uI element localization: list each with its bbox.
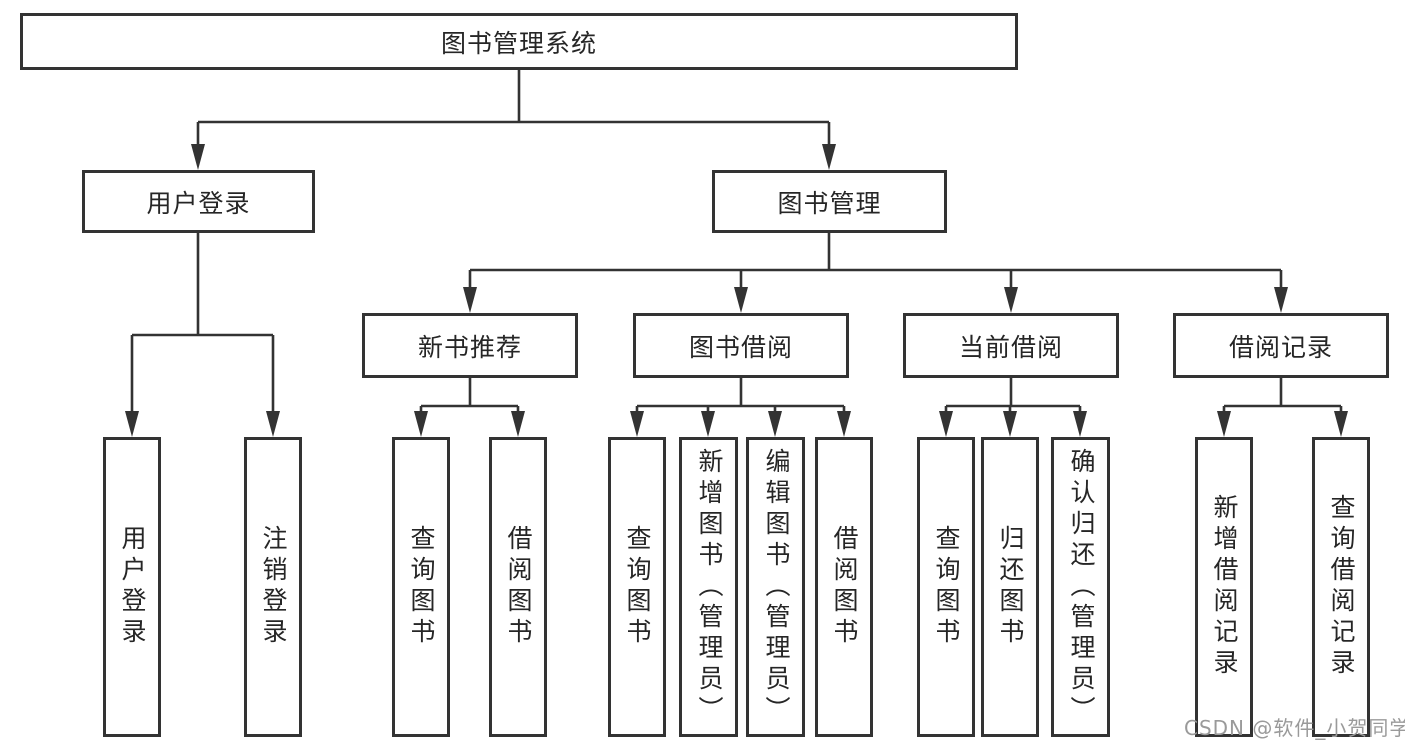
node-book-borrowing: 图书借阅 (633, 313, 849, 378)
arrowhead-icon (939, 411, 953, 437)
node-user-login-leaf: 用户登录 (103, 437, 161, 737)
connector-user-login-children (125, 233, 280, 437)
node-user-login: 用户登录 (82, 170, 315, 233)
node-query-books-2: 查询图书 (608, 437, 666, 737)
node-confirm-return-admin: 确认归还（管理员） (1051, 437, 1110, 737)
arrowhead-icon (1217, 411, 1231, 437)
node-edit-book-admin: 编辑图书（管理员） (746, 437, 805, 737)
node-query-books-1: 查询图书 (392, 437, 450, 737)
node-query-borrow-record: 查询借阅记录 (1312, 437, 1370, 737)
arrowhead-icon (837, 411, 851, 437)
node-library-management-system: 图书管理系统 (20, 13, 1018, 70)
arrowhead-icon (414, 411, 428, 437)
arrowhead-icon (266, 411, 280, 437)
watermark: CSDN @软件_小贺同学 (1184, 716, 1405, 740)
connector-current-borrowing-children (939, 378, 1087, 437)
connector-new-book-recommendation-children (414, 378, 525, 437)
node-borrowing-records: 借阅记录 (1173, 313, 1389, 378)
node-new-book-recommendation: 新书推荐 (362, 313, 578, 378)
arrowhead-icon (125, 411, 139, 437)
arrowhead-icon (734, 287, 748, 313)
arrowhead-icon (1073, 411, 1087, 437)
node-logout: 注销登录 (244, 437, 302, 737)
arrowhead-icon (1004, 287, 1018, 313)
arrowhead-icon (1334, 411, 1348, 437)
connector-root-to-level2 (191, 70, 836, 170)
node-return-books: 归还图书 (981, 437, 1039, 737)
node-add-book-admin: 新增图书（管理员） (679, 437, 738, 737)
connector-book-borrowing-children (630, 378, 851, 437)
arrowhead-icon (822, 144, 836, 170)
arrowhead-icon (1003, 411, 1017, 437)
arrowhead-icon (630, 411, 644, 437)
connector-borrowing-records-children (1217, 378, 1348, 437)
node-current-borrowing: 当前借阅 (903, 313, 1119, 378)
arrowhead-icon (1274, 287, 1288, 313)
node-borrow-books-2: 借阅图书 (815, 437, 873, 737)
arrowhead-icon (191, 144, 205, 170)
arrowhead-icon (511, 411, 525, 437)
node-add-borrow-record: 新增借阅记录 (1195, 437, 1253, 737)
arrowhead-icon (768, 411, 782, 437)
node-book-management: 图书管理 (712, 170, 947, 233)
node-borrow-books-1: 借阅图书 (489, 437, 547, 737)
connector-book-management-to-level3 (463, 233, 1288, 313)
arrowhead-icon (463, 287, 477, 313)
node-query-books-3: 查询图书 (917, 437, 975, 737)
arrowhead-icon (701, 411, 715, 437)
